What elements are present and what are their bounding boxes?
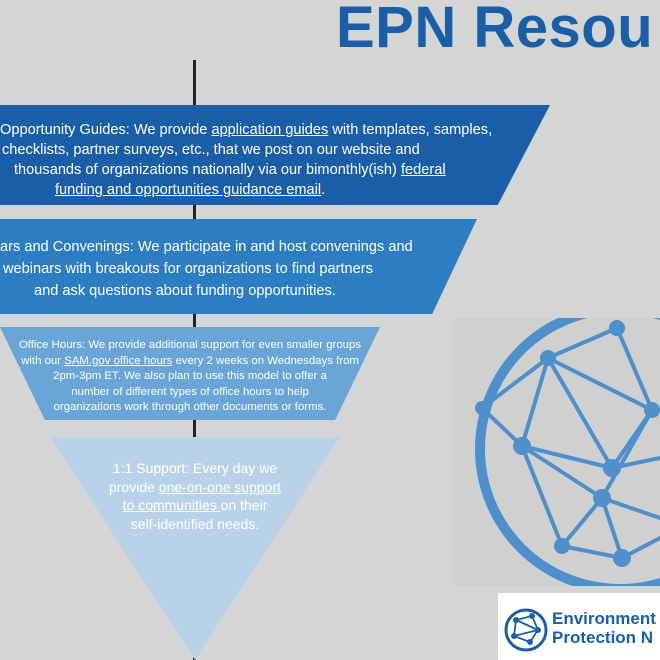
logo-line1: Environment: [552, 609, 656, 628]
level3-line4: number of different types of office hour…: [71, 385, 309, 398]
level3-line1: Office Hours: We provide additional supp…: [18, 339, 362, 351]
level3-line3: 2pm-3pm ET. We also plan to use this mod…: [53, 370, 327, 382]
level3-line5: organizations work through other documen…: [53, 401, 327, 413]
globe-network-icon: [452, 318, 660, 586]
level2-line1: ars and Convenings: We participate in an…: [0, 239, 413, 255]
application-guides-link[interactable]: application guides: [211, 122, 329, 138]
one-on-one-support-link[interactable]: one-on-one support: [158, 478, 281, 495]
funnel-level-office-hours: Office Hours: We provide additional supp…: [0, 327, 380, 420]
level1-line3: thousands of organizations nationally vi…: [14, 162, 446, 178]
page-title: EPN Resou: [336, 0, 654, 60]
funnel-level-webinars-convenings: ars and Convenings: We participate in an…: [0, 219, 477, 314]
funnel-level-opportunity-guides: Opportunity Guides: We provide applicati…: [0, 105, 550, 205]
federal-funding-email-link-part2[interactable]: funding and opportunities guidance email: [55, 182, 322, 198]
level1-line4: funding and opportunities guidance email…: [55, 182, 326, 198]
level1-line2: checklists, partner surveys, etc., that …: [2, 142, 420, 158]
sam-gov-office-hours-link[interactable]: SAM.gov office hours: [64, 354, 173, 367]
level1-line1: Opportunity Guides: We provide applicati…: [0, 122, 493, 138]
logo-line2: Protection N: [552, 628, 654, 647]
level4-line1: 1:1 Support: Every day we: [112, 460, 278, 476]
epn-logo: Environment Protection N: [498, 593, 660, 660]
federal-funding-email-link-part1[interactable]: federal: [400, 162, 446, 178]
level4-line2: provide one-on-one support: [108, 478, 281, 495]
to-communities-link[interactable]: to communities: [122, 497, 221, 513]
level3-line2: with our SAM.gov office hours every 2 we…: [21, 354, 359, 367]
level4-line3: to communities on their: [122, 497, 268, 513]
globe-logo-icon: [504, 608, 548, 652]
logo-wordmark: Environment Protection N: [552, 609, 656, 647]
level2-line2: webinars with breakouts for organization…: [3, 261, 373, 277]
level2-line3: and ask questions about funding opportun…: [34, 283, 336, 299]
funnel-level-one-on-one-support: 1:1 Support: Every day we provide one-on…: [50, 437, 340, 660]
level4-line4: self-identified needs.: [130, 515, 260, 532]
